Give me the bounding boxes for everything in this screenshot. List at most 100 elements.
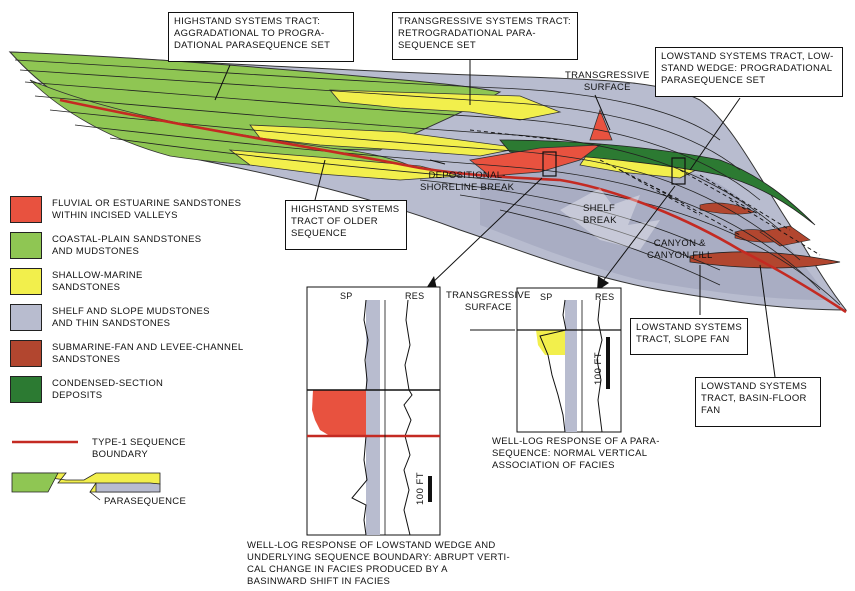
legend-item-coastal-plain: COASTAL-PLAIN SANDSTONES AND MUDSTONES (10, 232, 310, 264)
well-marker-left (542, 151, 557, 177)
basin-floor-fan-callout-line-1: LOWSTAND SYSTEMS (701, 381, 807, 392)
transgressive-surface-label: TRANSGRESSIVE SURFACE (565, 70, 650, 94)
log-transgressive-surface-label: TRANSGRESSIVE SURFACE (446, 290, 531, 314)
legend-shallow-line-1: SHALLOW-MARINE (52, 270, 143, 281)
legend-fan-line-1: SUBMARINE-FAN AND LEVEE-CHANNEL (52, 342, 244, 353)
shelf-break-label: SHELF BREAK (583, 203, 617, 227)
legend-parasequence-label: PARASEQUENCE (104, 496, 186, 508)
legend-swatch-coastal-plain (10, 232, 42, 259)
log-right-caption-line-2: SEQUENCE: NORMAL VERTICAL (492, 448, 648, 459)
legend-condensed-line-2: DEPOSITS (52, 390, 103, 401)
shallow-marine-upper (329, 89, 562, 121)
highstand-older-callout-line-1: HIGHSTAND SYSTEMS (291, 204, 400, 215)
log-right-sand (536, 330, 565, 355)
transgressive-callout-line-1: TRANSGRESSIVE SYSTEMS TRACT: (398, 16, 571, 27)
legend-coastal-line-1: COASTAL-PLAIN SANDSTONES (52, 234, 202, 245)
canyon-fill-label-line-2: CANYON FILL (647, 250, 713, 261)
legend-parasequence-green (11, 472, 59, 493)
transgressive-callout-line-3: SEQUENCE SET (398, 40, 477, 51)
log-left-scale-bar (428, 476, 432, 502)
shelf-break-texture (560, 188, 660, 250)
legend-text-shelf-slope: SHELF AND SLOPE MUDSTONES AND THIN SANDS… (52, 306, 210, 330)
shoreline-break-label-line-1: DEPOSITIONAL- (428, 170, 506, 181)
legend-boundary-line-2: BOUNDARY (92, 449, 149, 460)
legend-swatch-shelf-slope (10, 304, 42, 331)
legend-swatch-condensed (10, 376, 42, 403)
legend-swatch-shallow-marine (10, 268, 42, 295)
log-left-caption-line-3: CAL CHANGE IN FACIES PRODUCED BY A (247, 564, 448, 575)
legend-text-condensed: CONDENSED-SECTION DEPOSITS (52, 378, 163, 402)
legend-fan-line-2: SANDSTONES (52, 354, 121, 365)
log-right-sp-label: SP (540, 292, 553, 302)
lowstand-wedge-callout-line-1: LOWSTAND SYSTEMS TRACT, LOW- (661, 51, 834, 62)
log-transgressive-surface-label-line-1: TRANSGRESSIVE (446, 290, 531, 301)
legend-shelf-line-1: SHELF AND SLOPE MUDSTONES (52, 306, 210, 317)
highstand-callout-line-2: AGGRADATIONAL TO PROGRA- (174, 28, 325, 39)
incised-valley-fill-2 (589, 108, 613, 141)
transgressive-surface-label-line-2: SURFACE (583, 82, 631, 93)
condensed-section (499, 139, 816, 226)
log-left-caption-line-2: UNDERLYING SEQUENCE BOUNDARY: ABRUPT VER… (247, 552, 510, 563)
log-left-track (366, 300, 380, 535)
transgressive-callout: TRANSGRESSIVE SYSTEMS TRACT: RETROGRADAT… (392, 12, 578, 60)
basin-floor-fan-callout-line-2: TRACT, BASIN-FLOOR (701, 393, 807, 404)
log-left-sand (312, 390, 366, 436)
basin-floor-fan (689, 251, 841, 269)
log-left-sp-label: SP (340, 291, 353, 301)
log-right-res-label: RES (595, 292, 615, 302)
arrowhead-right (597, 276, 609, 291)
legend-sequence-boundary-label: TYPE-1 SEQUENCE BOUNDARY (92, 437, 186, 461)
legend-coastal-line-2: AND MUDSTONES (52, 246, 140, 257)
legend-item-condensed: CONDENSED-SECTION DEPOSITS (10, 376, 310, 408)
shoreline-break-label-line-2: SHORELINE BREAK (420, 182, 515, 193)
legend-parasequence-grey (95, 482, 161, 493)
log-right-res (596, 299, 603, 433)
lowstand-wedge-callout-line-3: PARASEQUENCE SET (661, 75, 766, 86)
legend-text-coastal-plain: COASTAL-PLAIN SANDSTONES AND MUDSTONES (52, 234, 201, 258)
log-right-track (565, 300, 577, 432)
lowstand-wedge-callout: LOWSTAND SYSTEMS TRACT, LOW- STAND WEDGE… (655, 47, 843, 97)
log-right-caption-line-1: WELL-LOG RESPONSE OF A PARA- (492, 436, 660, 447)
legend-text-shallow-marine: SHALLOW-MARINE SANDSTONES (52, 270, 143, 294)
highstand-older-callout-line-2: TRACT OF OLDER (291, 216, 378, 227)
legend-shallow-line-2: SANDSTONES (52, 282, 121, 293)
legend-item-fluvial: FLUVIAL OR ESTUARINE SANDSTONES WITHIN I… (10, 196, 310, 228)
highstand-older-callout-line-3: SEQUENCE (291, 228, 347, 239)
shelf-break-label-line-1: SHELF (583, 203, 616, 214)
log-left-caption-line-1: WELL-LOG RESPONSE OF LOWSTAND WEDGE AND (247, 540, 496, 551)
transgressive-surface-label-line-1: TRANSGRESSIVE (565, 70, 650, 81)
log-right-scale-bar (606, 337, 610, 389)
shallow-marine-mid (249, 124, 521, 157)
canyon-fill-label: CANYON & CANYON FILL (647, 238, 713, 262)
transgressive-callout-line-2: RETROGRADATIONAL PARA- (398, 28, 536, 39)
legend-swatch-submarine-fan (10, 340, 42, 367)
legend-text-fluvial: FLUVIAL OR ESTUARINE SANDSTONES WITHIN I… (52, 198, 241, 222)
slope-fan-callout-line-1: LOWSTAND SYSTEMS (636, 322, 742, 333)
well-marker-right (671, 157, 686, 185)
downlap-arrows (469, 129, 821, 256)
slope-fan-callout: LOWSTAND SYSTEMS TRACT, SLOPE FAN (630, 318, 748, 355)
highstand-callout-line-1: HIGHSTAND SYSTEMS TRACT: (174, 16, 321, 27)
log-right-caption: WELL-LOG RESPONSE OF A PARA- SEQUENCE: N… (492, 436, 660, 472)
shoreline-break-marker (429, 159, 446, 165)
legend-fluvial-line-2: WITHIN INCISED VALLEYS (52, 210, 178, 221)
slope-fan-callout-line-2: TRACT, SLOPE FAN (636, 334, 730, 345)
legend-text-submarine-fan: SUBMARINE-FAN AND LEVEE-CHANNEL SANDSTON… (52, 342, 243, 366)
basin-floor-fan-callout-line-3: FAN (701, 405, 721, 416)
log-left-sp-lower (351, 435, 368, 536)
log-left-res-label: RES (405, 291, 425, 301)
sequence-boundary-line (59, 98, 847, 314)
highstand-callout-line-3: DATIONAL PARASEQUENCE SET (174, 40, 331, 51)
legend-condensed-line-1: CONDENSED-SECTION (52, 378, 164, 389)
shoreline-break-label: DEPOSITIONAL- SHORELINE BREAK (420, 170, 514, 194)
legend-swatch-fluvial (10, 196, 42, 223)
log-left-caption-line-4: BASINWARD SHIFT IN FACIES (247, 576, 391, 587)
log-left-sp-upper (363, 299, 369, 391)
highstand-older-callout: HIGHSTAND SYSTEMS TRACT OF OLDER SEQUENC… (285, 200, 407, 250)
legend-fluvial-line-1: FLUVIAL OR ESTUARINE SANDSTONES (52, 198, 242, 209)
basin-floor-fan-callout: LOWSTAND SYSTEMS TRACT, BASIN-FLOOR FAN (695, 377, 821, 427)
lowstand-wedge-callout-line-2: STAND WEDGE: PROGRADATIONAL (661, 63, 833, 74)
